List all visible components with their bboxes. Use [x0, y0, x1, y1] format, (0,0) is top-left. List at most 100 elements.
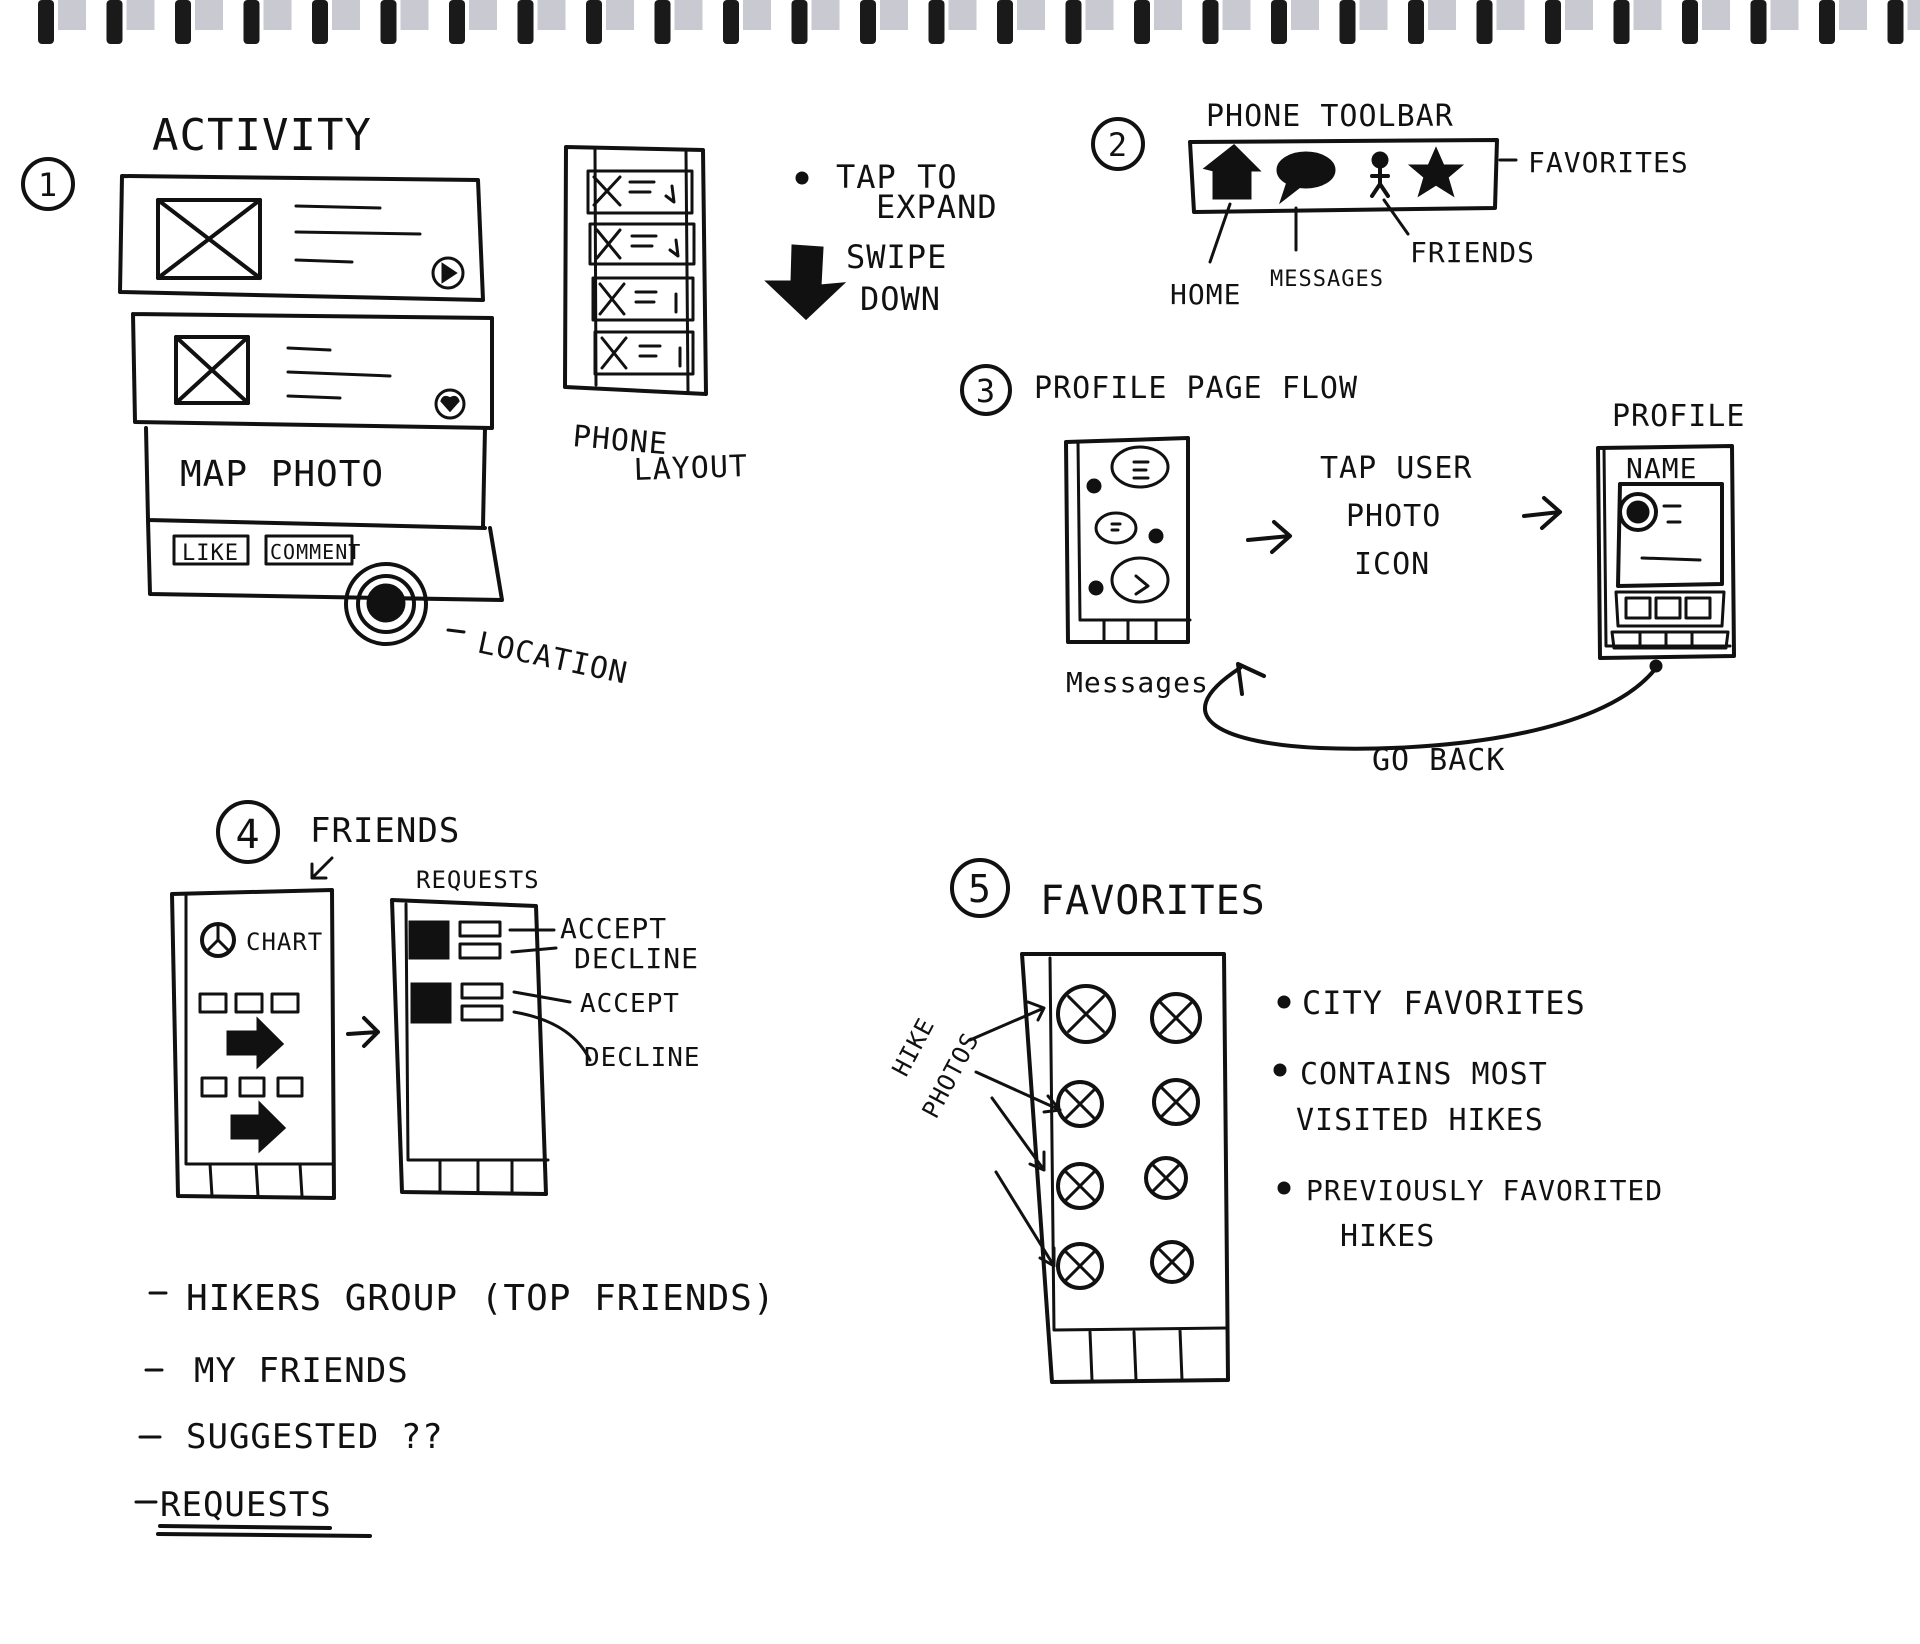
section-phone-toolbar: 2 PHONE TOOLBAR FAVORITES HOME MESSAGES … — [1091, 99, 1689, 311]
chart-label: CHART — [246, 928, 323, 956]
hike-photo-placeholder-icon — [1056, 984, 1116, 1044]
binding-ring — [106, 0, 123, 44]
stat-box — [1624, 596, 1652, 620]
section-number-circle — [21, 157, 75, 211]
tap-instruction-line3: ICON — [1354, 547, 1430, 582]
friends-screen — [170, 888, 336, 1200]
section-number: 5 — [968, 867, 992, 911]
hike-photo-placeholder-icon — [1150, 992, 1202, 1044]
binding-ring — [312, 0, 328, 44]
heart-icon — [434, 388, 466, 420]
requests-screen — [390, 898, 548, 1196]
hike-photo-placeholder-icon — [1056, 1080, 1104, 1128]
binding-hole — [1291, 0, 1319, 30]
image-placeholder-icon — [174, 335, 250, 405]
callout-lines — [508, 928, 592, 1062]
binding-hole — [674, 0, 703, 30]
binding-hole — [400, 0, 429, 30]
binding-ring — [1134, 0, 1150, 44]
binding-ring — [1271, 0, 1287, 44]
profile-screen-label: PROFILE — [1612, 399, 1745, 434]
bullet-dot — [1277, 1181, 1291, 1195]
bullet-dot — [1277, 995, 1291, 1009]
binding-ring — [723, 0, 739, 44]
location-button[interactable] — [344, 562, 428, 646]
decline-button[interactable] — [460, 1004, 504, 1022]
section-title: PROFILE PAGE FLOW — [1034, 371, 1358, 406]
messages-screen-label: Messages — [1066, 666, 1209, 699]
text-lines — [1640, 504, 1702, 562]
friends-icon[interactable] — [1370, 151, 1390, 198]
binding-hole — [537, 0, 566, 30]
feed-card-expanded — [131, 312, 494, 430]
screen-toolbar — [1048, 956, 1228, 1382]
comment-button[interactable] — [264, 534, 354, 566]
binding-ring — [449, 0, 465, 44]
favorites-bullet: VISITED HIKES — [1296, 1103, 1544, 1138]
decline-button[interactable] — [458, 942, 502, 960]
favorites-label: FAVORITES — [1528, 146, 1689, 179]
play-icon — [431, 256, 465, 290]
hike-photo-placeholder-icon — [1150, 1240, 1194, 1284]
text-lines — [294, 204, 422, 264]
profile-stats-box — [1614, 590, 1726, 628]
binding-hole — [1222, 0, 1251, 30]
hike-photo-grid — [1056, 984, 1202, 1290]
swipe-down-arrow-icon — [764, 244, 847, 321]
favorites-star-icon[interactable] — [1407, 146, 1465, 198]
section-friends: 4 FRIENDS CHART REQUESTS ACCEPT DECLINE … — [134, 800, 776, 1538]
binding-hole — [1085, 0, 1114, 30]
phone-label-line1: PHONE — [571, 419, 669, 462]
binding-hole — [1496, 0, 1525, 30]
image-placeholder-icon — [156, 198, 262, 280]
section-title: ACTIVITY — [152, 110, 372, 161]
flow-arrow-icon — [1246, 520, 1292, 554]
binding-ring — [38, 0, 54, 44]
mini-card-list — [586, 169, 696, 376]
phone-label-line2: LAYOUT — [633, 449, 749, 488]
tap-instruction-line1: TAP USER — [1320, 451, 1473, 486]
binding-ring — [1682, 0, 1698, 44]
section-title: FRIENDS — [310, 811, 460, 851]
favorites-bullet: CONTAINS MOST — [1300, 1057, 1548, 1092]
section-title: PHONE TOOLBAR — [1206, 99, 1454, 134]
hike-photos-line1: HIKE — [887, 1013, 941, 1081]
flow-arrow-icon — [346, 1016, 380, 1048]
binding-hole — [1839, 0, 1867, 30]
section-number: 2 — [1108, 126, 1128, 164]
hike-photo-placeholder-icon — [1144, 1156, 1188, 1200]
binding-ring — [1545, 0, 1561, 44]
note-item: HIKERS GROUP (TOP FRIENDS) — [186, 1278, 776, 1319]
profile-avatar-icon — [1618, 492, 1658, 532]
callout-lines — [1208, 198, 1410, 264]
binding-hole — [1154, 0, 1182, 30]
accept-button[interactable] — [460, 982, 504, 1000]
binding-hole — [1907, 0, 1920, 30]
profile-screen — [1596, 444, 1736, 660]
messages-icon[interactable] — [1276, 151, 1336, 205]
binding-ring — [1408, 0, 1424, 44]
right-arrow-icon — [230, 1100, 287, 1154]
binding-ring — [380, 0, 397, 44]
binding-ring — [517, 0, 534, 44]
home-label: HOME — [1170, 278, 1241, 311]
comment-label: COMMENT — [270, 540, 361, 564]
like-button[interactable] — [172, 534, 250, 566]
binding-ring — [1476, 0, 1493, 44]
binding-ring — [791, 0, 808, 44]
request-avatar — [408, 920, 450, 960]
binding-ring — [243, 0, 260, 44]
section-number-circle — [950, 858, 1010, 918]
profile-card — [1616, 482, 1724, 588]
hike-photo-placeholder-icon — [1056, 1162, 1104, 1210]
friend-thumbnails — [198, 992, 300, 1014]
home-icon[interactable] — [1202, 143, 1262, 200]
accept-button[interactable] — [458, 920, 502, 938]
binding-ring — [1339, 0, 1356, 44]
swipe-down-line2: DOWN — [860, 280, 941, 318]
go-back-label: GO BACK — [1372, 743, 1505, 778]
requests-screen-label: REQUESTS — [416, 866, 540, 894]
note-item: SUGGESTED ?? — [186, 1417, 444, 1457]
profile-name-label: NAME — [1626, 452, 1697, 485]
